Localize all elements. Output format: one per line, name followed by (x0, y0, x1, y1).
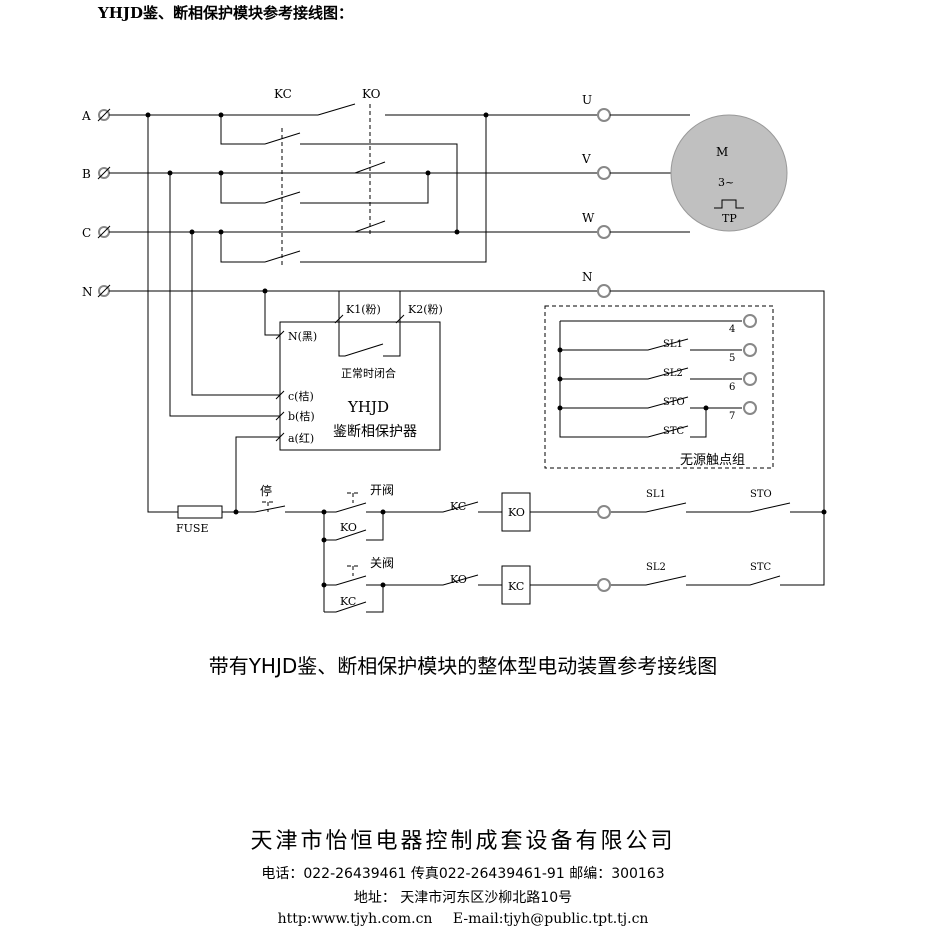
close-label: 关阀 (370, 556, 394, 570)
pin-a-label: a(红) (288, 432, 314, 445)
main-bus (109, 103, 597, 294)
sl1-label: SL1 (646, 489, 666, 500)
line-c-label: C (82, 226, 91, 240)
output-terminals (597, 108, 611, 298)
module-desc: 鉴断相保护器 (333, 424, 417, 440)
coil-kc-label: KC (508, 580, 524, 593)
company-name: 天津市怡恒电器控制成套设备有限公司 (250, 829, 676, 854)
term-6: 6 (729, 382, 735, 393)
page-title: YHJD鉴、断相保护模块参考接线图： (98, 4, 353, 22)
wiring-diagram: A B C N KC KO (81, 87, 827, 613)
yhjd-module (279, 321, 441, 451)
motor-phase: 3~ (718, 176, 734, 189)
passive-contacts (557, 314, 757, 438)
k2-label: K2(粉) (408, 303, 443, 316)
thermal-label: TP (722, 212, 737, 225)
stop-label: 停 (260, 483, 272, 498)
k1-label: K1(粉) (346, 303, 381, 316)
kc-hold-label: KC (340, 595, 356, 608)
kc-label: KC (274, 87, 292, 101)
sl2-label: SL2 (646, 562, 666, 573)
contact-sl1: SL1 (663, 339, 683, 350)
passive-contact-group (544, 305, 774, 469)
ko-interlock-label: KO (450, 573, 467, 586)
motor-label: M (716, 145, 728, 159)
passive-group-label: 无源触点组 (680, 453, 745, 468)
term-4: 4 (729, 324, 735, 335)
pin-marks (275, 314, 405, 442)
diagram-caption: 带有YHJD鉴、断相保护模块的整体型电动装置参考接线图 (208, 654, 718, 678)
pin-n-label: N(黑) (288, 330, 317, 343)
output-n-label: N (582, 270, 593, 284)
term-5: 5 (729, 353, 735, 364)
motor (670, 114, 788, 232)
address: 地址： 天津市河东区沙柳北路10号 (353, 890, 573, 906)
output-u-label: U (582, 93, 592, 107)
stop-button (222, 505, 312, 513)
ko-label: KO (362, 87, 381, 101)
email-link[interactable]: E-mail:tjyh@public.tpt.tj.cn (452, 911, 649, 927)
website-link[interactable]: http:www.tjyh.com.cn (277, 911, 433, 927)
kc-interlock-label: KC (450, 500, 466, 513)
line-n-label: N (82, 285, 93, 299)
contact-sl2: SL2 (663, 368, 683, 379)
ko-hold-label: KO (340, 521, 357, 534)
contact-info: 电话：022-26439461 传真022-26439461-91 邮编：300… (261, 866, 665, 882)
coil-ko-label: KO (508, 506, 525, 519)
normally-closed-note: 正常时闭合 (341, 366, 396, 380)
fuse (177, 505, 223, 519)
open-label: 开阀 (370, 483, 394, 497)
thermal-protector-icon (714, 199, 744, 209)
stc-label: STC (750, 562, 772, 573)
line-b-label: B (82, 167, 91, 181)
coil-ko (501, 492, 531, 532)
pin-b-label: b(桔) (288, 409, 315, 423)
output-v-label: V (581, 152, 591, 166)
line-a-label: A (81, 109, 91, 123)
sto-label: STO (750, 489, 772, 500)
pin-c-label: c(桔) (288, 389, 314, 403)
module-name: YHJD (347, 398, 389, 416)
coil-kc (501, 565, 531, 605)
web-info: http:www.tjyh.com.cn E-mail:tjyh@public.… (0, 911, 926, 927)
output-w-label: W (582, 211, 595, 225)
input-terminals (97, 108, 111, 298)
fuse-label: FUSE (176, 522, 208, 535)
contact-sto: STO (663, 397, 685, 408)
contact-stc: STC (663, 426, 685, 437)
term-7: 7 (729, 411, 735, 422)
